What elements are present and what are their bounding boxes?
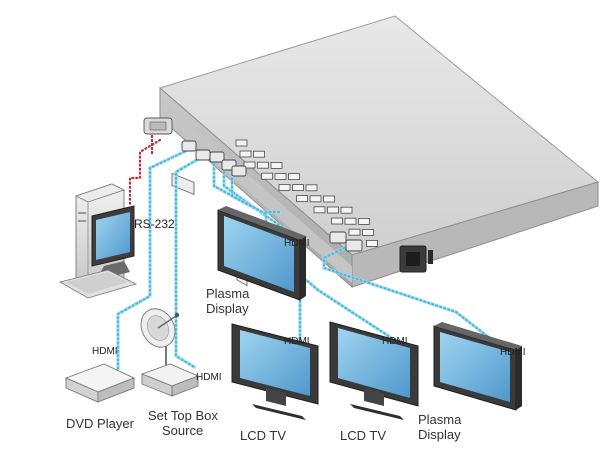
computer <box>58 183 138 299</box>
hdmi-plug-6 <box>329 231 347 244</box>
hdmi-port <box>296 195 308 203</box>
hdmi-port <box>239 150 252 158</box>
lcd-tv-1-label: LCD TV <box>240 428 286 443</box>
hdmi-port <box>278 183 291 191</box>
lcd-tv-2 <box>329 321 419 420</box>
satellite-dish <box>140 308 180 366</box>
hdmi-port <box>340 206 353 214</box>
hdmi-port <box>243 161 256 169</box>
hdmi-port <box>274 172 287 180</box>
hdmi-port <box>331 217 343 225</box>
hdmi-plug-7 <box>345 239 363 252</box>
lcd-tv-2-label: LCD TV <box>340 428 386 443</box>
hdmi-label-dvd: HDMI <box>92 346 118 357</box>
hdmi-port <box>288 173 300 181</box>
hdmi-label-plasma-2: HDMI <box>500 347 526 358</box>
hdmi-plugs <box>181 140 363 252</box>
set-top-box-source-label: Source <box>162 423 203 438</box>
hdmi-port <box>313 206 326 214</box>
rs232-cable <box>128 117 173 208</box>
hdmi-port <box>323 195 335 203</box>
plasma-display-2 <box>433 322 522 411</box>
set-top-box-label: Set Top Box <box>148 408 218 423</box>
dvd-player <box>64 363 136 403</box>
hdmi-plug-2 <box>195 149 211 161</box>
hdmi-port <box>253 150 265 158</box>
hdmi-port <box>358 217 370 225</box>
plasma-display-1 <box>217 206 306 301</box>
plasma-display-1-label: Plasma <box>206 286 250 301</box>
hdmi-label-set-top-box: HDMI <box>196 372 222 383</box>
hdmi-label-lcd-tv-2: HDMI <box>382 336 408 347</box>
set-top-box <box>140 363 200 397</box>
hdmi-port <box>292 184 304 192</box>
hdmi-port <box>344 217 357 225</box>
rear-port-grid <box>235 139 378 247</box>
hdmi-plug-5 <box>231 165 247 177</box>
rs232-label: RS-232 <box>134 217 175 231</box>
hdmi-port <box>362 228 374 236</box>
hdmi-port <box>348 228 361 236</box>
hdmi-port <box>270 161 283 169</box>
hdmi-label-lcd-tv-1: HDMI <box>284 336 310 347</box>
hdmi-plug-3 <box>209 151 225 163</box>
hdmi-port <box>366 239 378 247</box>
plasma-display-2-label: Plasma <box>418 412 462 427</box>
hdmi-port <box>257 161 269 169</box>
hdmi-label-plasma-1: HDMI <box>284 238 310 249</box>
dvd-player-label: DVD Player <box>66 416 135 431</box>
hdmi-port <box>327 206 339 214</box>
plasma-display-1-label-2: Display <box>206 301 249 316</box>
plasma-display-2-label-2: Display <box>418 427 461 442</box>
power-inlet <box>399 245 433 273</box>
hdmi-port <box>309 195 322 203</box>
hdmi-port <box>261 172 273 180</box>
hdmi-plug-1 <box>181 140 197 152</box>
hdmi-port <box>305 184 318 192</box>
hdmi-port <box>235 139 248 147</box>
lcd-tv-1 <box>231 323 319 420</box>
